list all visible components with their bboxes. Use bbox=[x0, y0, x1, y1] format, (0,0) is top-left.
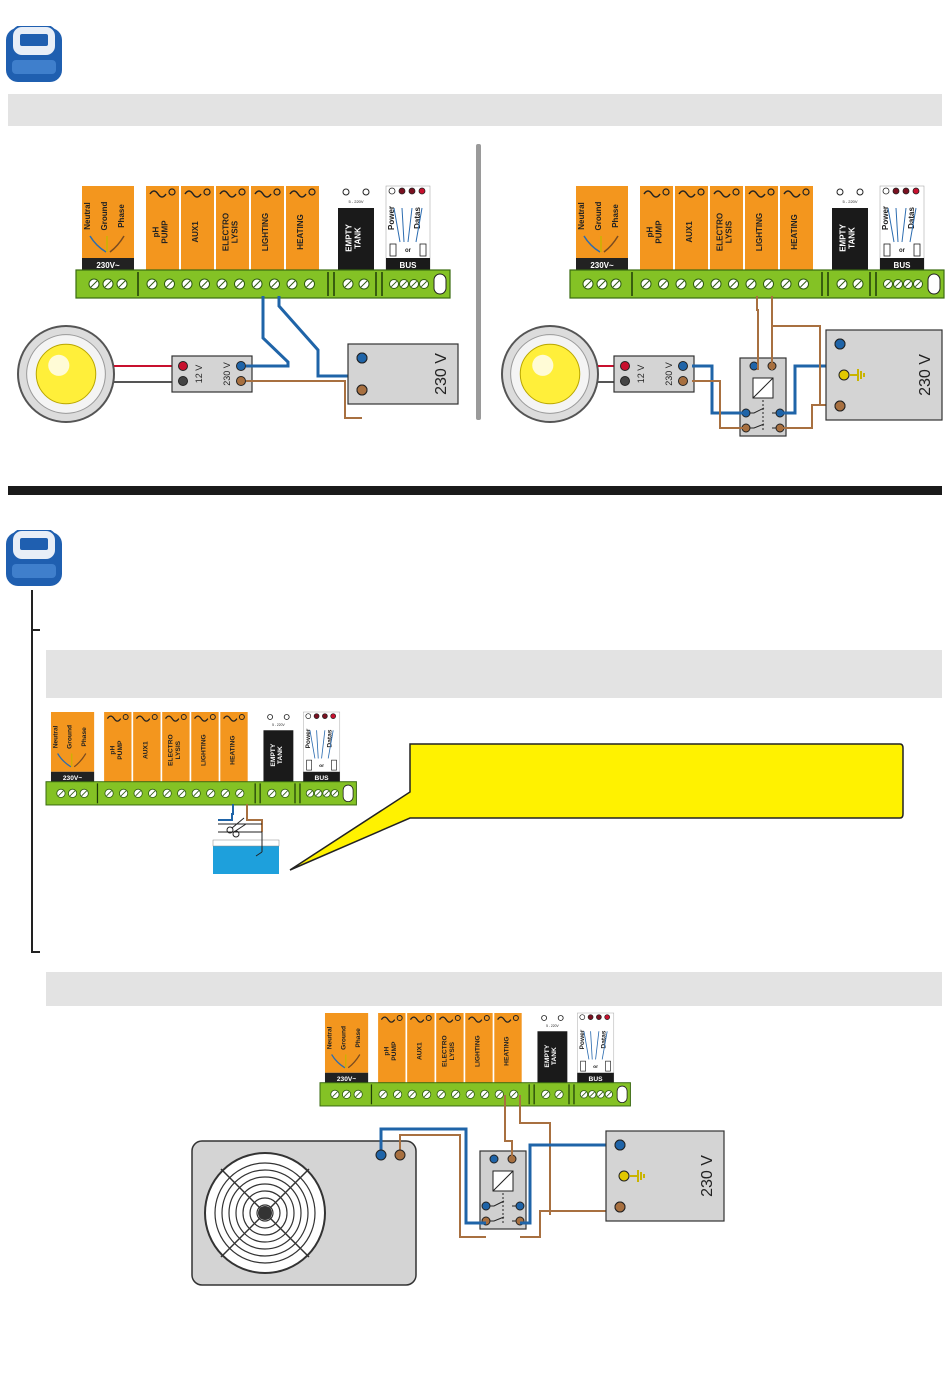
bus-label: BUS bbox=[589, 1076, 604, 1083]
electrolysis-label: ELECTROLYSIS bbox=[442, 1035, 456, 1067]
transformer-12v-label: 12 V bbox=[194, 365, 204, 384]
transformer-box: 12 V 230 V bbox=[613, 355, 695, 393]
terminal-block: 230V~ Neutral Ground Phase pHPUMP AUX1 ELECTRO… bbox=[569, 185, 945, 299]
phase-label: Phase bbox=[117, 204, 126, 228]
aux1-label: AUX1 bbox=[142, 741, 149, 759]
ground-label: Ground bbox=[67, 725, 74, 749]
aux1-label: AUX1 bbox=[685, 221, 694, 243]
datas-label: Datas bbox=[413, 207, 422, 229]
callout-bubble bbox=[289, 743, 904, 871]
empty-tank-label: EMPTYTANK bbox=[270, 743, 284, 766]
transformer-12v-label: 12 V bbox=[636, 365, 646, 384]
load-voltage-label: 230 V bbox=[917, 354, 934, 396]
phase-label: Phase bbox=[81, 727, 88, 747]
section-separator-rule bbox=[8, 486, 942, 495]
datas-label: Datas bbox=[327, 729, 334, 747]
or-label: or bbox=[593, 1064, 598, 1070]
ph-pump-label: pHPUMP bbox=[110, 740, 124, 760]
relay-icon bbox=[739, 357, 787, 437]
load-box-230v: 230 V bbox=[347, 343, 459, 405]
aux1-label: AUX1 bbox=[191, 221, 200, 243]
empty-tank-label: EMPTYTANK bbox=[345, 224, 363, 252]
lighting-label: LIGHTING bbox=[474, 1035, 481, 1067]
water-tank bbox=[213, 846, 279, 874]
neutral-label: Neutral bbox=[83, 202, 92, 230]
datas-label: Datas bbox=[601, 1030, 608, 1048]
power-label: Power bbox=[579, 1029, 586, 1049]
mains-label: 230V~ bbox=[96, 261, 120, 270]
heating-label: HEATING bbox=[503, 1037, 510, 1066]
ground-symbol-icon bbox=[838, 369, 850, 381]
ground-label: Ground bbox=[100, 201, 109, 230]
subsection-header-band-2 bbox=[46, 972, 942, 1006]
ground-label: Ground bbox=[341, 1026, 348, 1050]
electrolysis-label: ELECTROLYSIS bbox=[168, 734, 182, 766]
mains-label: 230V~ bbox=[590, 261, 614, 270]
transformer-230v-label: 230 V bbox=[664, 362, 674, 386]
terminal-block: 230V~ Neutral Ground Phase pHPUMP AUX1 ELECTRO… bbox=[319, 1012, 631, 1107]
phase-label: Phase bbox=[355, 1028, 362, 1048]
load-voltage-label: 230 V bbox=[699, 1155, 716, 1197]
electrolysis-label: ELECTROLYSIS bbox=[222, 213, 240, 251]
power-label: Power bbox=[881, 206, 890, 230]
ph-pump-label: pHPUMP bbox=[646, 220, 664, 244]
bracket-line bbox=[31, 590, 40, 953]
or-label: or bbox=[899, 248, 906, 254]
scissors-icon bbox=[226, 817, 247, 838]
transformer-230v-label: 230 V bbox=[222, 362, 232, 386]
lamp-icon bbox=[501, 325, 599, 423]
power-label: Power bbox=[387, 206, 396, 230]
controller-logo-icon-top bbox=[6, 25, 62, 82]
wiring-diagram-heat-pump: 230V~ Neutral Ground Phase pHPUMP AUX1 ELECTRO… bbox=[191, 1012, 725, 1286]
bus-label: BUS bbox=[894, 261, 912, 270]
lighting-label: LIGHTING bbox=[261, 213, 270, 251]
electrolysis-label: ELECTROLYSIS bbox=[716, 213, 734, 251]
terminal-block: 230V~ Neutral Ground Phase pHPUMP AUX1 ELECTRO… bbox=[45, 711, 357, 806]
load-voltage-label: 230 V bbox=[433, 353, 450, 395]
empty-tank-range: 5 - 220V bbox=[348, 199, 363, 204]
load-box-230v: 230 V bbox=[605, 1130, 725, 1222]
power-label: Power bbox=[305, 728, 312, 748]
empty-tank-range: 5 - 220V bbox=[546, 1024, 559, 1028]
heating-label: HEATING bbox=[296, 214, 305, 249]
wiring-diagram-top: 230V~ Neutral Ground Phase pHPUMP AUX1 ELECTRO… bbox=[8, 144, 945, 495]
heating-label: HEATING bbox=[790, 214, 799, 249]
neutral-label: Neutral bbox=[577, 202, 586, 230]
transformer-box: 12 V 230 V bbox=[171, 355, 253, 393]
lighting-label: LIGHTING bbox=[755, 213, 764, 251]
mains-label: 230V~ bbox=[63, 775, 82, 782]
lighting-label: LIGHTING bbox=[200, 734, 207, 766]
ground-symbol-icon bbox=[618, 1170, 630, 1182]
or-label: or bbox=[405, 248, 412, 254]
empty-tank-label: EMPTYTANK bbox=[839, 224, 857, 252]
subsection-header-band-1 bbox=[46, 650, 942, 698]
empty-tank-range: 5 - 220V bbox=[272, 723, 285, 727]
empty-tank-label: EMPTYTANK bbox=[544, 1044, 558, 1067]
heating-label: HEATING bbox=[229, 736, 236, 765]
ph-pump-label: pHPUMP bbox=[384, 1041, 398, 1061]
relay-icon bbox=[479, 1150, 527, 1230]
section-header-band-top bbox=[8, 94, 942, 126]
datas-label: Datas bbox=[907, 207, 916, 229]
terminal-block: 230V~ Neutral Ground Phase pHPUMP AUX1 ELECTRO… bbox=[75, 185, 451, 299]
wiring-diagram-level-sensor: 230V~ Neutral Ground Phase pHPUMP AUX1 ELECTRO… bbox=[45, 711, 904, 874]
panel-divider bbox=[476, 144, 481, 420]
phase-label: Phase bbox=[611, 204, 620, 228]
empty-tank-range: 5 - 220V bbox=[842, 199, 857, 204]
controller-logo-icon-bottom bbox=[6, 529, 62, 586]
bus-label: BUS bbox=[400, 261, 418, 270]
lamp-icon bbox=[17, 325, 115, 423]
fan-icon bbox=[191, 1140, 417, 1286]
ph-pump-label: pHPUMP bbox=[152, 220, 170, 244]
neutral-label: Neutral bbox=[327, 1026, 334, 1049]
mains-label: 230V~ bbox=[337, 1076, 356, 1083]
neutral-label: Neutral bbox=[53, 725, 60, 748]
or-label: or bbox=[319, 763, 324, 769]
bus-label: BUS bbox=[315, 775, 330, 782]
aux1-label: AUX1 bbox=[416, 1042, 423, 1060]
ground-label: Ground bbox=[594, 201, 603, 230]
